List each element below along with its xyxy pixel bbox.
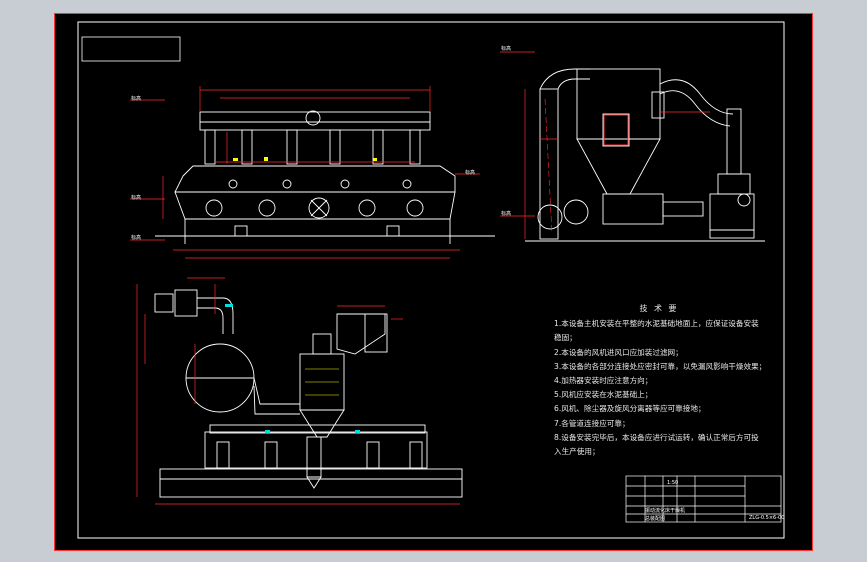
scale-text: 1:50 — [667, 480, 679, 486]
drawing-type: 总装配图 — [645, 516, 666, 522]
note-line: 7.各管道连接应可靠； — [554, 418, 630, 428]
front-highlight-marks — [233, 157, 377, 161]
note-line: 1.本设备主机安装在平整的水泥基础地面上，应保证设备安装 — [554, 319, 759, 329]
plan-dimensions — [136, 277, 460, 505]
note-line: 入生产使用； — [554, 447, 600, 457]
front-view — [155, 110, 495, 244]
cad-drawing — [77, 21, 785, 539]
elevation-label: 标高 — [501, 46, 512, 52]
elevation-label: 标高 — [465, 170, 476, 176]
note-line: 2.本设备的风机进风口应加装过滤网； — [554, 347, 683, 357]
note-line: 稳固； — [554, 333, 577, 343]
front-dimensions — [130, 86, 480, 259]
technical-requirements: 技 术 要 1.本设备主机安装在平整的水泥基础地面上，应保证设备安装 稳固； 2… — [554, 302, 767, 459]
elevation-label: 标高 — [131, 195, 142, 201]
drawing-sheet: 技 术 要 1.本设备主机安装在平整的水泥基础地面上，应保证设备安装 稳固； 2… — [54, 13, 813, 551]
corner-box — [81, 36, 181, 62]
note-line: 8.设备安装完毕后，本设备应进行试运转，确认正常后方可投 — [554, 432, 759, 442]
note-line: 6.风机、除尘器及旋风分离器等应可靠接地； — [554, 404, 706, 414]
note-line: 5.风机应安装在水泥基础上； — [554, 390, 653, 400]
plan-cyclone-cone — [305, 368, 339, 396]
side-view — [525, 68, 765, 242]
plan-hatch — [225, 304, 360, 433]
note-line: 3.本设备的各部分连接处应密封可靠，以免漏风影响干燥效果； — [554, 361, 767, 371]
side-dimensions — [500, 51, 710, 239]
title-block — [625, 475, 782, 523]
elevation-label: 标高 — [131, 96, 142, 102]
drawing-number: ZLG-0.5×6-00 — [749, 515, 785, 521]
side-highlights — [544, 98, 629, 235]
elevation-label: 标高 — [501, 211, 512, 217]
note-line: 4.加热器安装时应注意方向； — [554, 376, 653, 386]
plan-view — [154, 289, 463, 498]
drawing-name: 振动流化床干燥机 — [645, 508, 686, 514]
notes-title: 技 术 要 — [639, 304, 679, 313]
elevation-label: 标高 — [131, 235, 142, 241]
inner-frame — [77, 21, 785, 539]
